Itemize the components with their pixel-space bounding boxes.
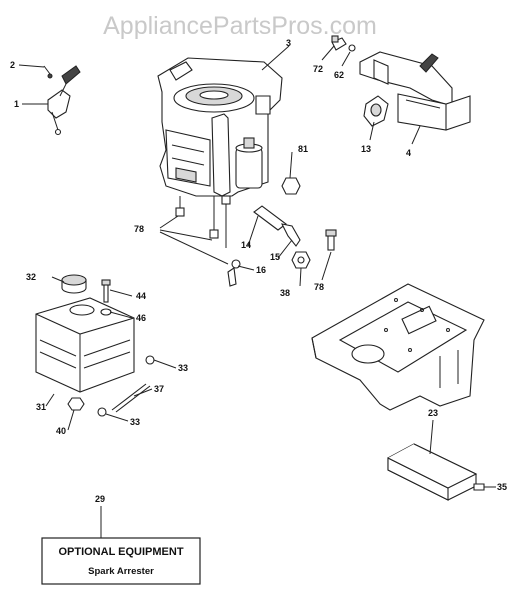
engine-drawing [157, 57, 283, 248]
callout-44: 44 [136, 291, 146, 301]
callout-2: 2 [10, 60, 15, 70]
callout-72: 72 [313, 64, 323, 74]
optional-equipment-title: OPTIONAL EQUIPMENT [58, 546, 183, 558]
callout-78-engine: 78 [134, 224, 144, 234]
callout-38: 38 [280, 288, 290, 298]
leader-line [105, 413, 129, 422]
leader-line [18, 64, 45, 68]
callout-14: 14 [241, 240, 251, 250]
leader-line [247, 215, 259, 247]
leader-line [289, 151, 293, 179]
leader-line [109, 289, 133, 297]
optional-equipment-box [41, 537, 201, 585]
callout-29: 29 [95, 494, 105, 504]
callout-35: 35 [497, 482, 507, 492]
leader-line [321, 45, 335, 61]
leader-line [411, 125, 421, 145]
leader-line [109, 311, 133, 319]
leader-line [51, 276, 65, 283]
callout-78-bolt: 78 [314, 282, 324, 292]
callout-1: 1 [14, 99, 19, 109]
fuel-tank-drawing [35, 274, 155, 417]
leader-line [159, 231, 229, 265]
leader-line [341, 51, 351, 67]
callout-62: 62 [334, 70, 344, 80]
callout-16: 16 [256, 265, 266, 275]
leader-line [67, 409, 75, 431]
callout-3: 3 [286, 38, 291, 48]
leader-line [429, 419, 434, 455]
spark-arrester-guard-drawing [387, 443, 485, 501]
callout-33-lower: 33 [130, 417, 140, 427]
callout-4: 4 [406, 148, 411, 158]
spark-arrester-label: Spark Arrester [88, 566, 154, 577]
mounting-plate-drawing [311, 283, 485, 411]
leader-line [133, 388, 153, 397]
leader-line [237, 265, 255, 271]
oil-drain-tube-drawing [227, 177, 337, 287]
leader-line [159, 215, 179, 229]
callout-81: 81 [298, 144, 308, 154]
leader-line [369, 121, 375, 141]
leader-line [277, 239, 293, 259]
callout-23: 23 [428, 408, 438, 418]
leader-line [45, 393, 55, 407]
callout-37: 37 [154, 384, 164, 394]
watermark-text: AppliancePartsPros.com [103, 12, 377, 40]
callout-13: 13 [361, 144, 371, 154]
callout-32: 32 [26, 272, 36, 282]
leader-line [153, 359, 177, 369]
throttle-control-drawing [43, 65, 81, 136]
muffler-drawing [331, 35, 471, 131]
leader-line [159, 229, 213, 241]
callout-33-upper: 33 [178, 363, 188, 373]
leader-line [261, 45, 290, 71]
callout-40: 40 [56, 426, 66, 436]
callout-31: 31 [36, 402, 46, 412]
leader-line [321, 251, 332, 281]
callout-15: 15 [270, 252, 280, 262]
callout-46: 46 [136, 313, 146, 323]
leader-line [299, 267, 302, 287]
